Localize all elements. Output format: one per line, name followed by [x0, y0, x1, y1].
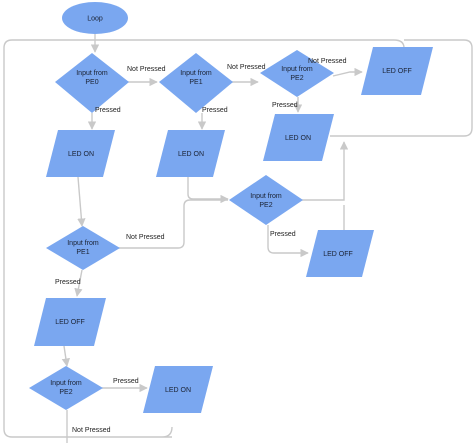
process-led-off-top: LED OFF [361, 47, 433, 95]
decision-pe2-mid-line1: Input from [250, 193, 282, 200]
led-off-left-label: LED OFF [55, 319, 85, 326]
process-led-on-mid: LED ON [156, 130, 225, 177]
loop-start-node: Loop [62, 2, 128, 34]
edge-ledon-left-to-pe1-left [77, 176, 86, 227]
decision-pe1-left: Input from PE1 [46, 226, 120, 270]
decision-pe0-line1: Input from [76, 70, 108, 77]
label-pe1-left-pressed: Pressed [55, 279, 81, 286]
edge-ledon-mid-to-pe2-mid [187, 177, 229, 204]
decision-pe1-top: Input from PE1 [159, 53, 233, 113]
edge-pe2-mid-up [302, 141, 349, 201]
led-on-right-label: LED ON [285, 135, 311, 142]
decision-pe2-mid: Input from PE2 [229, 175, 303, 225]
decision-pe2-mid-line2: PE2 [259, 202, 272, 209]
decision-pe0: Input from PE0 [55, 53, 129, 113]
label-pe1-top-pressed: Pressed [202, 107, 228, 114]
led-off-mid-label: LED OFF [323, 251, 353, 258]
decision-pe2-bottom-line2: PE2 [59, 389, 72, 396]
label-pe0-pressed: Pressed [95, 107, 121, 114]
label-pe0-not-pressed: Not Pressed [127, 66, 166, 73]
decision-pe2-top-line2: PE2 [290, 75, 303, 82]
loop-label: Loop [87, 16, 103, 23]
decision-pe2-bottom: Input from PE2 [29, 366, 103, 410]
led-on-left-label: LED ON [68, 151, 94, 158]
edge-pe2-mid-to-ledoff-mid [267, 225, 309, 258]
label-pe2-mid-pressed: Pressed [270, 231, 296, 238]
process-led-off-mid: LED OFF [306, 230, 374, 277]
decision-pe1-left-line2: PE1 [76, 249, 89, 256]
label-pe2-top-not-pressed: Not Pressed [308, 58, 347, 65]
process-led-on-right: LED ON [263, 114, 334, 161]
connectors [3, 34, 473, 443]
decision-pe1-top-line2: PE1 [189, 79, 202, 86]
edge-labels: Not Pressed Not Pressed Not Pressed Pres… [55, 58, 347, 434]
decision-pe0-line2: PE0 [85, 79, 98, 86]
process-led-on-left: LED ON [46, 130, 115, 177]
process-led-on-bottom: LED ON [143, 366, 213, 413]
edge-pe1-left-to-pe2-mid [118, 199, 228, 249]
decision-pe1-left-line1: Input from [67, 240, 99, 247]
decision-pe2-top: Input from PE2 [260, 50, 334, 97]
label-pe2-top-pressed: Pressed [272, 102, 298, 109]
decision-pe2-bottom-line1: Input from [50, 380, 82, 387]
led-on-bottom-label: LED ON [165, 387, 191, 394]
label-pe1-left-not-pressed: Not Pressed [126, 234, 165, 241]
decision-pe1-top-line1: Input from [180, 70, 212, 77]
label-pe2-bottom-not-pressed: Not Pressed [72, 427, 111, 434]
edge-pe1-left-to-ledoff-left [74, 269, 83, 297]
loop-back-connector [3, 39, 473, 438]
led-on-mid-label: LED ON [178, 151, 204, 158]
process-led-off-left: LED OFF [34, 298, 106, 346]
edge-pe2-to-ledoff-top [332, 67, 363, 77]
label-pe2-bottom-pressed: Pressed [113, 378, 139, 385]
edge-ledoff-left-to-pe2-bottom [61, 345, 71, 367]
decision-pe2-top-line1: Input from [281, 66, 313, 73]
led-off-top-label: LED OFF [382, 68, 412, 75]
label-pe1-top-not-pressed: Not Pressed [227, 64, 266, 71]
